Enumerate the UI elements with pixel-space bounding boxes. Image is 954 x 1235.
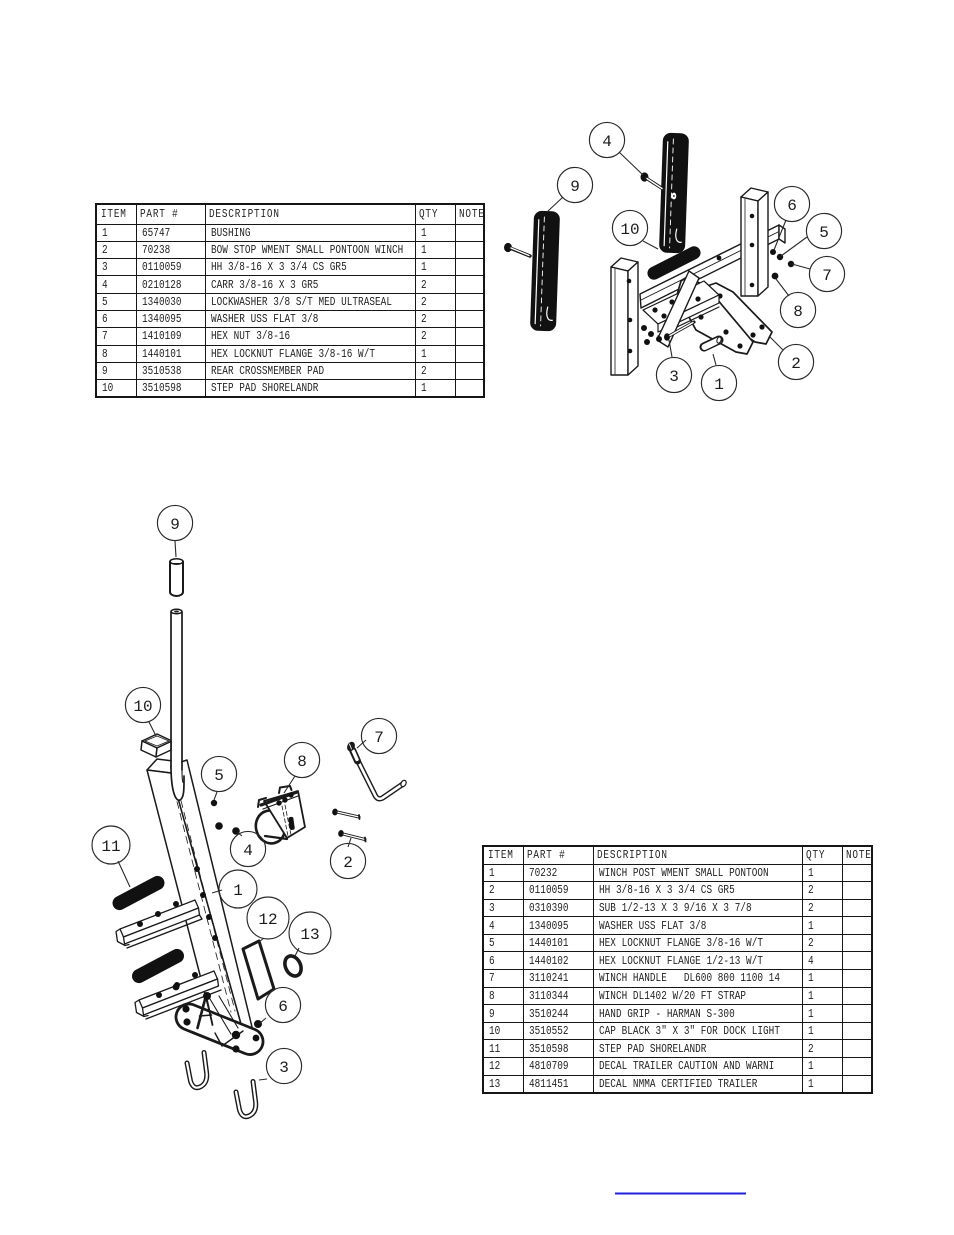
svg-text:2: 2 — [791, 355, 801, 373]
svg-text:11: 11 — [101, 838, 120, 856]
svg-text:8: 8 — [297, 753, 307, 771]
svg-text:6: 6 — [278, 998, 288, 1016]
svg-text:7: 7 — [374, 729, 384, 747]
svg-text:10: 10 — [133, 698, 152, 716]
svg-text:3: 3 — [669, 368, 679, 386]
svg-text:5: 5 — [819, 224, 829, 242]
svg-text:13: 13 — [300, 926, 319, 944]
svg-text:3: 3 — [279, 1059, 289, 1077]
svg-text:6: 6 — [787, 197, 797, 215]
svg-text:9: 9 — [570, 178, 580, 196]
svg-text:2: 2 — [343, 854, 353, 872]
svg-text:9: 9 — [170, 516, 180, 534]
svg-text:10: 10 — [620, 221, 639, 239]
svg-text:12: 12 — [258, 911, 277, 929]
svg-text:4: 4 — [243, 842, 253, 860]
svg-text:1: 1 — [714, 376, 724, 394]
svg-text:5: 5 — [214, 767, 224, 785]
svg-text:7: 7 — [822, 267, 832, 285]
svg-text:4: 4 — [602, 133, 612, 151]
svg-text:1: 1 — [233, 882, 243, 900]
svg-text:8: 8 — [793, 303, 803, 321]
